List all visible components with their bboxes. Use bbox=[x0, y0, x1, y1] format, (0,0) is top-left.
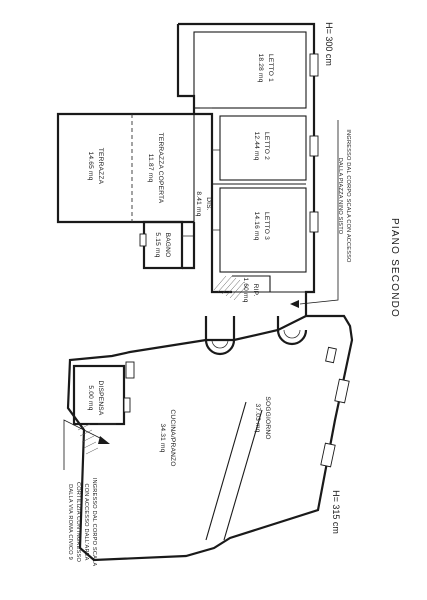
stair-hatch bbox=[213, 275, 249, 301]
rip-outline bbox=[232, 275, 271, 292]
letto2-name: LETTO 2 bbox=[263, 132, 270, 160]
height-top: H= 300 cm bbox=[324, 22, 334, 66]
rip-name: RIP. bbox=[252, 284, 259, 297]
letto2-outline bbox=[219, 115, 307, 181]
window-soggiorno-1 bbox=[334, 378, 350, 404]
terrazza-area: 14.65 mq bbox=[87, 151, 94, 180]
window-soggiorno-3 bbox=[325, 346, 337, 364]
plan-title: PIANO SECONDO bbox=[389, 218, 400, 318]
entrance-note-bottom: INGRESSO DAL CORPO SCALA CON ACCESSO DAL… bbox=[63, 419, 110, 567]
window-letto2 bbox=[309, 135, 319, 157]
lower-wing-walls bbox=[66, 314, 354, 562]
living-windows bbox=[125, 346, 350, 468]
window-letto1 bbox=[309, 53, 319, 77]
threshold-left-inner bbox=[211, 339, 229, 349]
cucina-name: CUCINA/PRANZO bbox=[169, 409, 176, 466]
dis-west-wall bbox=[194, 112, 232, 294]
threshold-left bbox=[204, 339, 236, 356]
entrance-bottom-arrow bbox=[98, 436, 110, 444]
letto1-outline bbox=[193, 31, 307, 109]
bagno-link-wall bbox=[182, 222, 196, 270]
rip-area: 1.60 mq bbox=[242, 277, 249, 302]
rip-area bbox=[213, 275, 306, 301]
entrance-top-leader bbox=[299, 120, 339, 305]
threshold-right bbox=[276, 329, 308, 346]
window-letto3 bbox=[309, 211, 319, 233]
entrance-bottom-leader bbox=[63, 419, 105, 470]
letto3-outline bbox=[219, 187, 307, 273]
bagno-outline bbox=[142, 220, 184, 270]
dis-area: 8.41 mq bbox=[195, 191, 202, 216]
bagno-walls bbox=[139, 220, 196, 270]
letto2-area: 12.44 mq bbox=[253, 131, 260, 160]
terrazza-coperta-name: TERRAZZA COPERTA bbox=[157, 133, 164, 204]
stair-thresholds bbox=[204, 316, 308, 356]
letto1-area: 18.28 mq bbox=[257, 53, 264, 82]
window-bagno bbox=[139, 233, 147, 247]
dispensa-area: 5.00 mq bbox=[87, 385, 94, 410]
bedroom-windows bbox=[309, 53, 319, 233]
dis-name: DIS. bbox=[205, 197, 212, 211]
terrazza-coperta-area: 11.87 mq bbox=[147, 154, 154, 183]
letto3-area: 14.16 mq bbox=[253, 211, 260, 240]
dispensa-stair-hatch bbox=[77, 423, 99, 455]
upper-wing-east-wall bbox=[178, 22, 316, 316]
entrance-top-arrow bbox=[290, 300, 299, 308]
entrance-top-line-1: INGRESSO DAL CORPO SCALA CON ACCESSO bbox=[345, 129, 351, 263]
living-kitchen-partition-2 bbox=[205, 401, 247, 541]
height-bottom: H= 315 cm bbox=[331, 490, 341, 534]
entrance-bottom-line-3: CORTILIZIA CON INGRESSO bbox=[75, 482, 81, 562]
dispensa-walls bbox=[72, 364, 131, 455]
terrace-walls bbox=[56, 112, 195, 224]
letto3-name: LETTO 3 bbox=[263, 212, 270, 240]
cucina-area: 34.31 mq bbox=[159, 423, 166, 452]
bagno-name: BAGNO bbox=[164, 233, 171, 258]
bagno-area: 5.15 mq bbox=[154, 232, 161, 257]
window-dispensa bbox=[123, 397, 131, 413]
lower-wing-outline bbox=[66, 314, 354, 562]
entrance-top-line-2: DALLA PIAZZA NINO SISTO bbox=[337, 158, 343, 235]
soggiorno-area: 37.03 mq bbox=[254, 403, 261, 432]
entrance-bottom-line-1: INGRESSO DAL CORPO SCALA bbox=[91, 478, 97, 567]
terrazza-name: TERRAZZA bbox=[97, 148, 104, 185]
living-kitchen-partition bbox=[223, 409, 263, 541]
entrance-bottom-line-2: CON ACCESSO DALL'AREA bbox=[83, 483, 89, 560]
threshold-right-inner bbox=[283, 329, 301, 339]
upper-wing-north-wall bbox=[176, 24, 196, 114]
entrance-bottom-line-4: DALLA VIA ROMA CIVICO 9 bbox=[67, 484, 73, 560]
upper-wing-walls bbox=[176, 22, 316, 316]
soggiorno-name: SOGGIORNO bbox=[264, 396, 271, 439]
terrazza-outline bbox=[56, 112, 194, 224]
room-labels: LETTO 1 18.28 mq LETTO 2 12.44 mq LETTO … bbox=[87, 53, 274, 466]
letto1-name: LETTO 1 bbox=[267, 54, 274, 82]
entrance-note-top: INGRESSO DAL CORPO SCALA CON ACCESSO DAL… bbox=[290, 120, 351, 308]
dispensa-name: DISPENSA bbox=[97, 381, 104, 416]
window-soggiorno-2 bbox=[320, 442, 336, 468]
window-cucina-1 bbox=[125, 361, 135, 379]
